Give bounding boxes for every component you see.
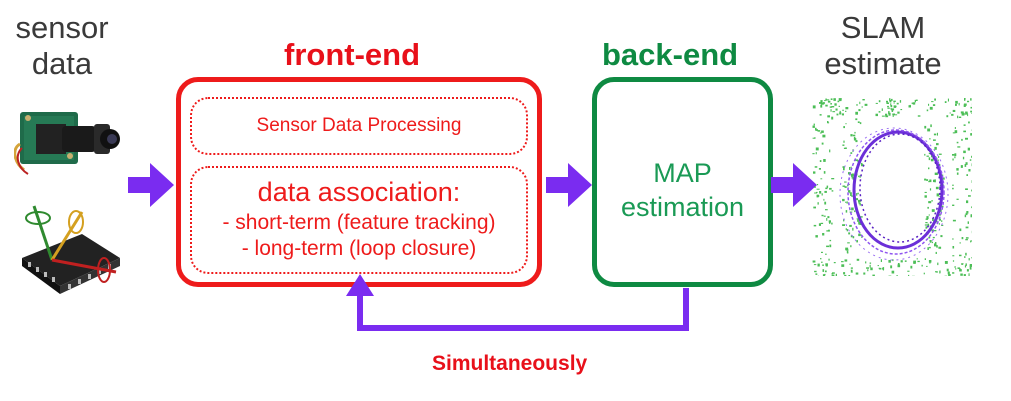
slam-map-icon [812,98,972,276]
sensor-data-processing-box: Sensor Data Processing [190,97,528,155]
arrow-backend-to-estimate [771,163,817,207]
association-item-long-term: - long-term (loop closure) [241,237,477,260]
simultaneously-caption: Simultaneously [432,352,588,375]
sensor-data-label: sensor data [6,10,118,82]
feedback-arrow [346,274,689,331]
slam-estimate-line2: estimate [824,46,942,81]
sensor-data-line1: sensor [15,10,109,45]
arrow-frontend-to-backend [546,163,592,207]
front-end-title: front-end [284,37,421,72]
back-end-box: MAP estimation [592,77,773,287]
slam-estimate-line1: SLAM [840,10,926,45]
camera-module-icon [14,112,120,175]
data-association-box: data association: - short-term (feature … [190,166,528,274]
estimation-label: estimation [620,192,745,222]
sensor-data-line2: data [31,46,93,81]
map-label: MAP [653,158,712,188]
imu-sensor-icon [22,205,120,294]
data-association-title: data association: [257,177,461,207]
slam-estimate-label: SLAM estimate [808,10,958,82]
back-end-title: back-end [602,37,739,72]
sensor-data-processing-label: Sensor Data Processing [256,115,462,136]
association-item-short-term: - short-term (feature tracking) [222,211,496,234]
arrow-sensors-to-frontend [128,163,174,207]
